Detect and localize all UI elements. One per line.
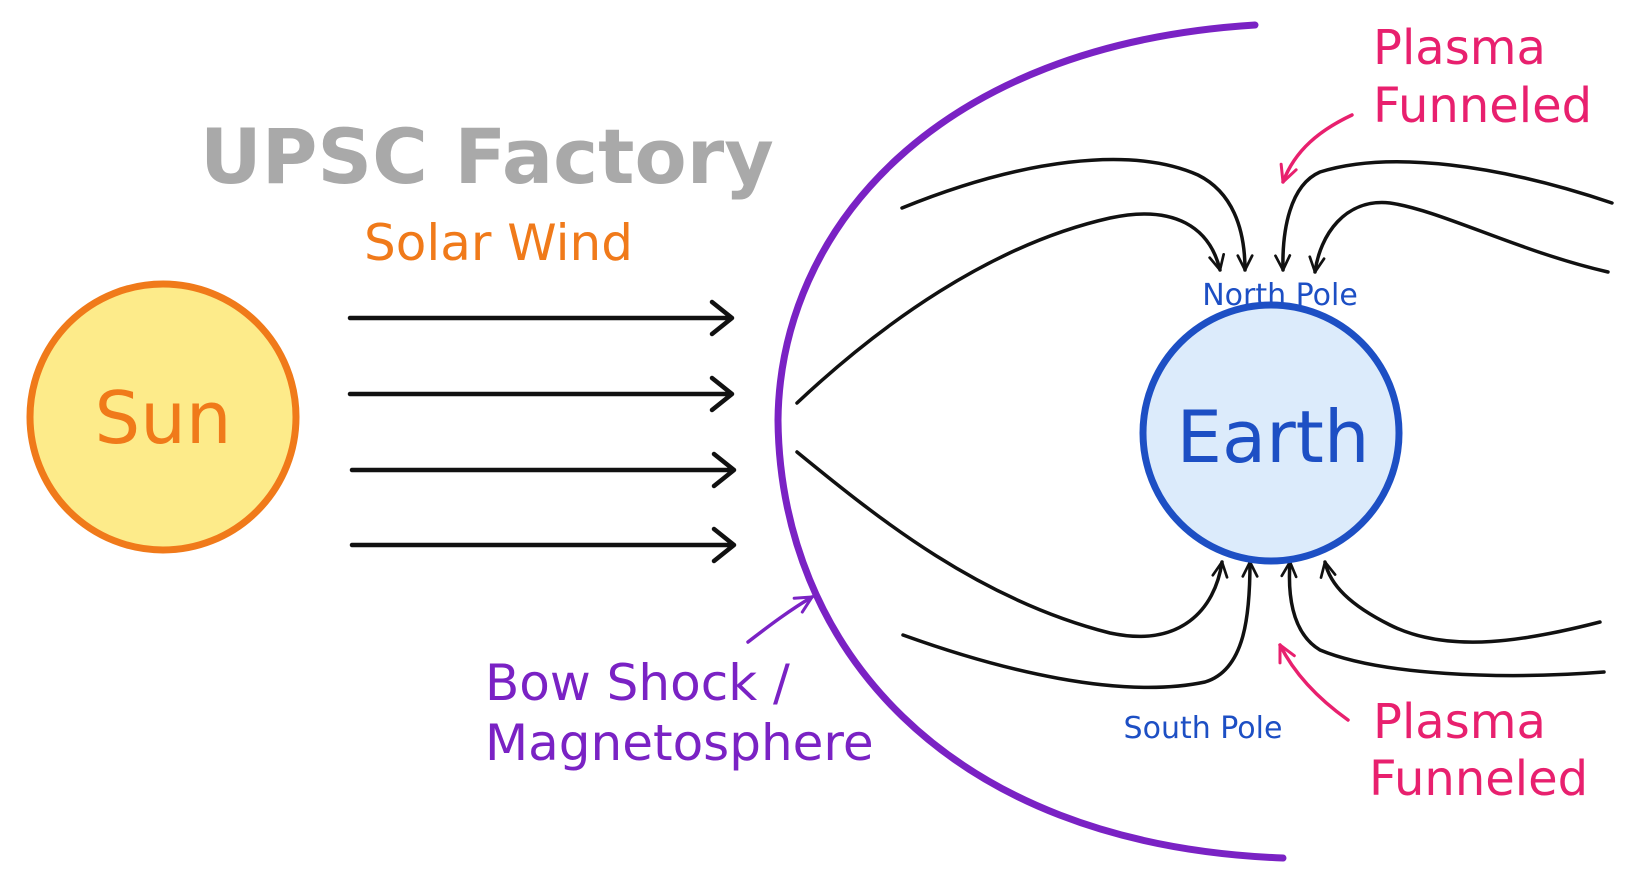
solar-wind-arrow	[347, 375, 735, 413]
field-line	[901, 560, 1259, 690]
field-line	[795, 212, 1226, 405]
watermark-text: UPSC Factory	[200, 112, 774, 201]
earth-label: Earth	[1176, 395, 1369, 479]
plasma-bottom-label-line2: Funneled	[1369, 751, 1588, 807]
sun: Sun	[26, 280, 300, 554]
sun-label: Sun	[95, 376, 232, 460]
bow-shock-label-group: Bow Shock / Magnetosphere	[485, 595, 874, 772]
field-line	[900, 157, 1254, 272]
earth-circle	[1139, 301, 1403, 565]
plasma-top-label-line1: Plasma	[1373, 20, 1546, 76]
bow-shock-pointer-arrow	[746, 595, 814, 644]
field-line	[1308, 200, 1610, 274]
field-line	[795, 450, 1229, 639]
bow-shock-curve	[774, 21, 1287, 862]
solar-wind-arrows	[347, 299, 737, 564]
field-line	[1280, 560, 1606, 678]
plasma-bottom-arrow	[1278, 643, 1350, 722]
field-line	[1274, 160, 1614, 272]
plasma-funneled-top: Plasma Funneled	[1279, 20, 1592, 184]
plasma-bottom-label-line1: Plasma	[1373, 694, 1546, 750]
solar-wind-arrow	[349, 451, 737, 489]
sun-circle	[26, 280, 300, 554]
bow-shock-label-line1: Bow Shock /	[485, 654, 790, 712]
solar-wind-arrow	[347, 299, 735, 337]
plasma-top-arrow	[1279, 113, 1354, 184]
earth: Earth	[1139, 301, 1403, 565]
field-lines-lower	[795, 450, 1606, 690]
plasma-funneled-bottom: Plasma Funneled	[1278, 643, 1588, 807]
field-line	[1319, 560, 1602, 644]
plasma-top-label-line2: Funneled	[1373, 78, 1592, 134]
solar-wind-arrow	[349, 526, 737, 564]
north-pole-label: North Pole	[1202, 278, 1358, 313]
field-lines-upper	[795, 157, 1614, 405]
south-pole-label: South Pole	[1124, 711, 1283, 746]
bow-shock-label-line2: Magnetosphere	[485, 714, 874, 772]
solar-wind-label: Solar Wind	[364, 214, 633, 272]
